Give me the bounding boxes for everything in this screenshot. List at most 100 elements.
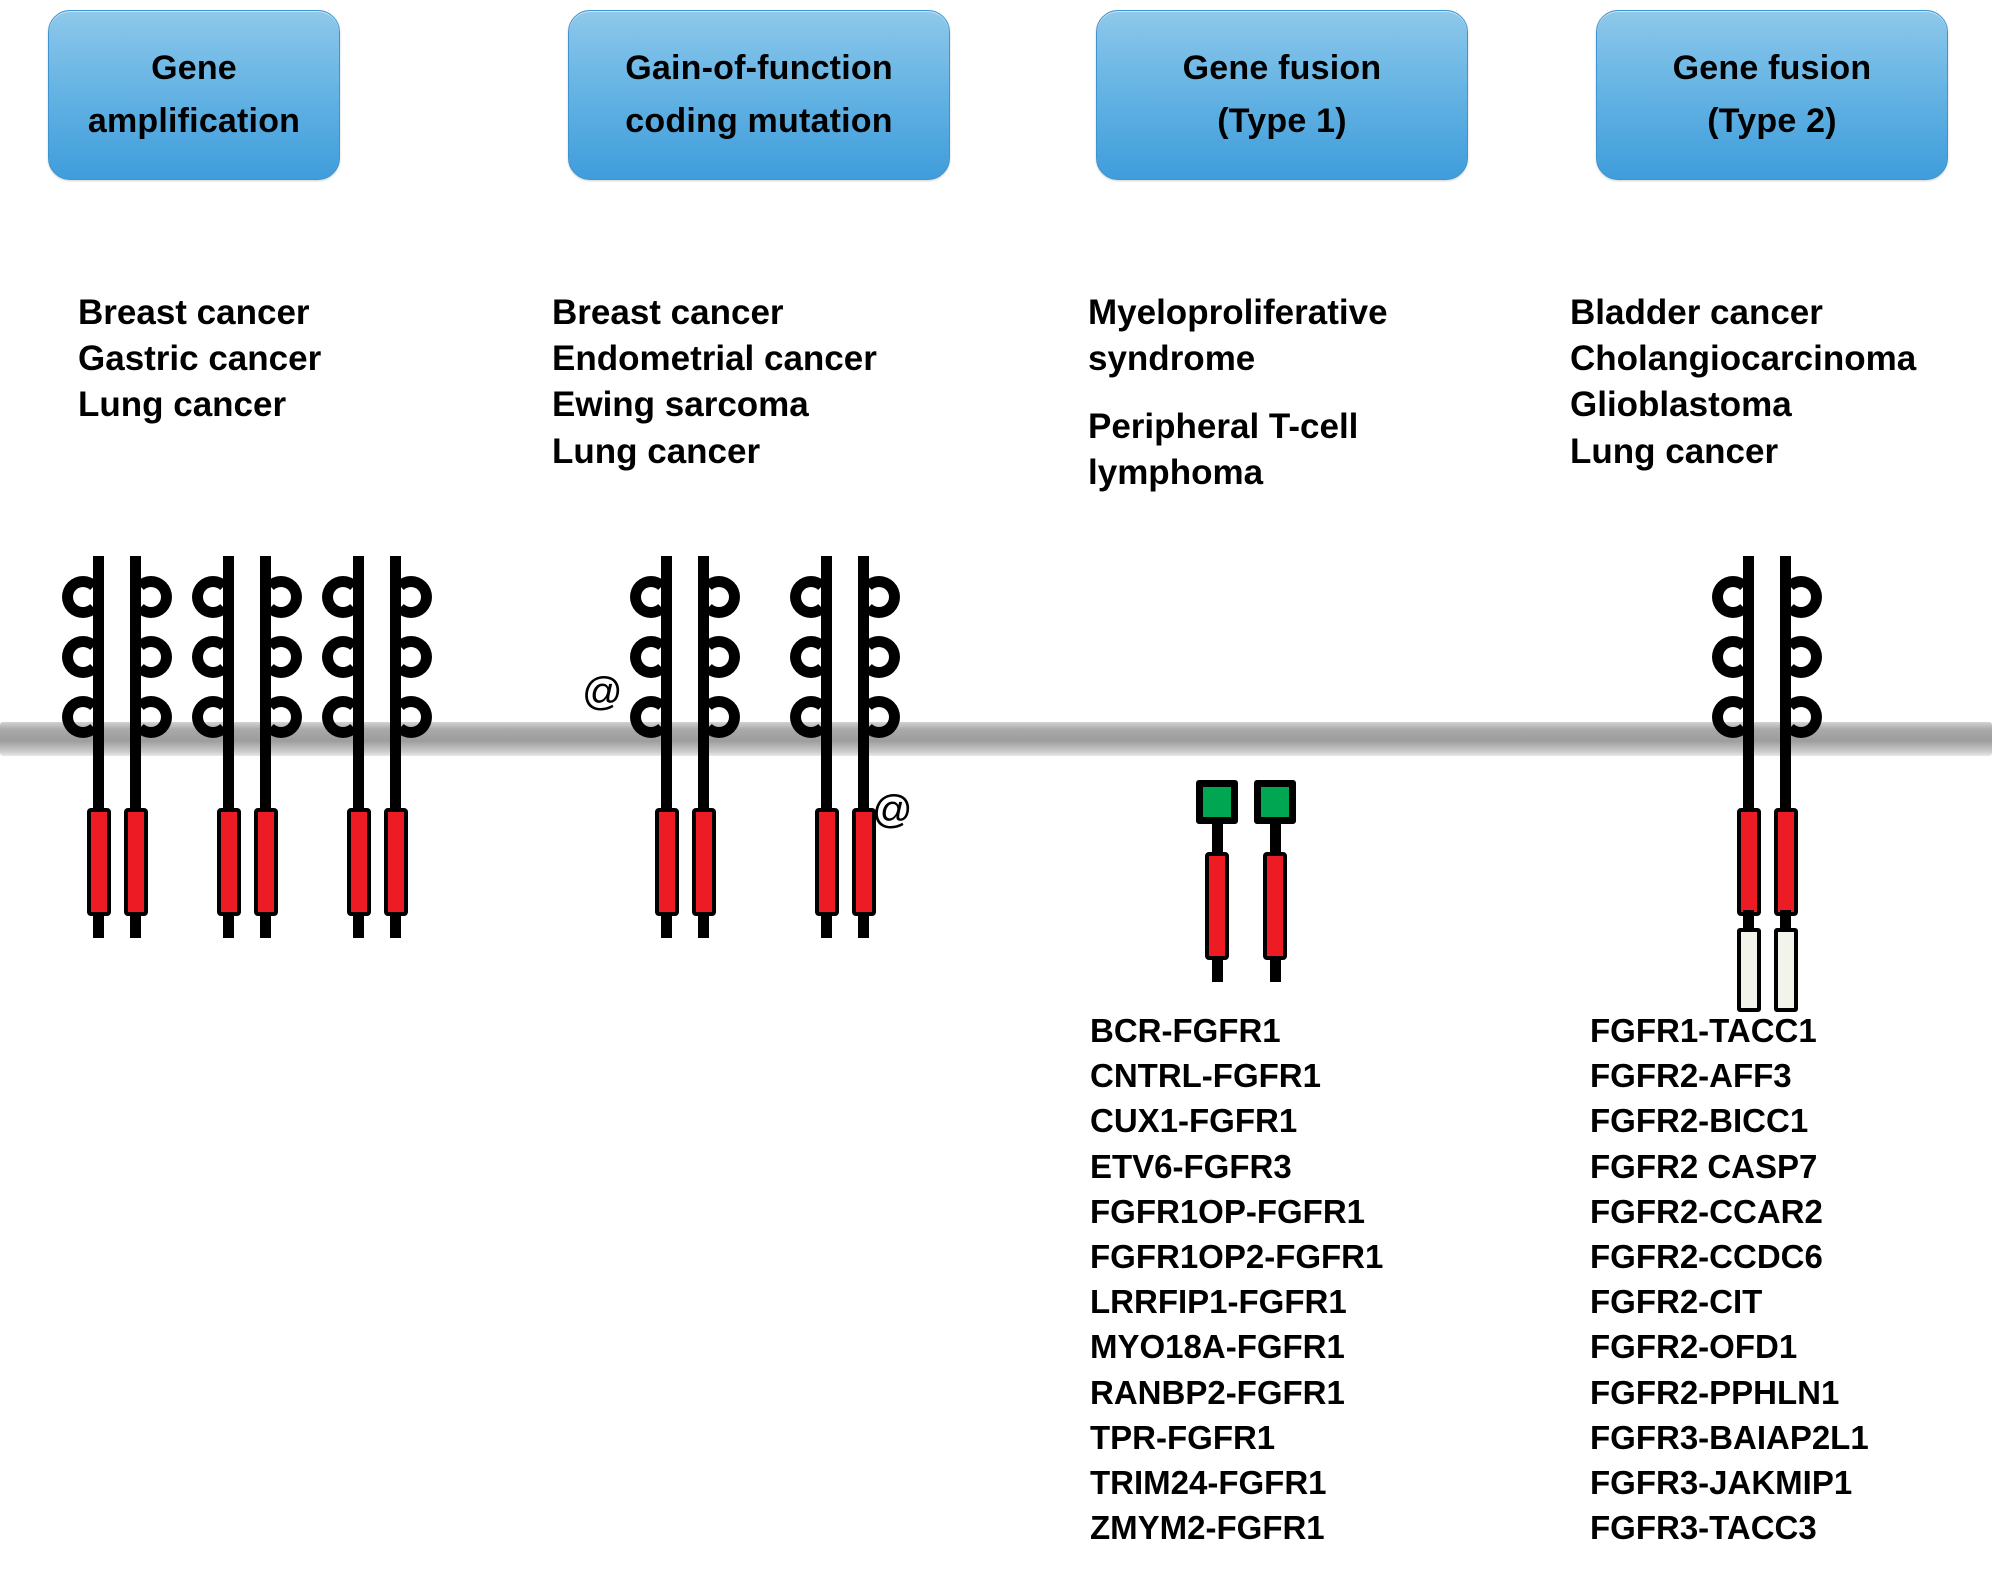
header-line-1: Gene <box>151 49 237 88</box>
transmembrane-stalk <box>93 742 104 818</box>
kinase-domain <box>1737 808 1761 916</box>
ig-domain-loop <box>630 576 672 618</box>
fusion-gene-item: FGFR2-OFD1 <box>1590 1328 1798 1366</box>
c-terminal-tail <box>130 912 141 938</box>
kinase-domain <box>217 808 241 916</box>
cancer-list-gene-amplification: Breast cancer Gastric cancer Lung cancer <box>78 290 321 429</box>
fusion-gene-item: ZMYM2-FGFR1 <box>1090 1509 1325 1547</box>
cancer-item: Lung cancer <box>552 431 761 471</box>
transmembrane-stalk <box>698 742 709 818</box>
ig-domain-loop <box>390 696 432 738</box>
kinase-domain <box>1263 852 1287 960</box>
c-terminal-tail <box>93 912 104 938</box>
kinase-domain <box>347 808 371 916</box>
cancer-item: Bladder cancer <box>1570 293 1823 332</box>
kinase-domain <box>852 808 876 916</box>
mutation-marker-at-icon: @ <box>872 788 913 832</box>
fusion-gene-item: FGFR2-BICC1 <box>1590 1102 1809 1140</box>
cancer-item: Endometrial cancer <box>552 339 877 379</box>
ig-domain-loop <box>698 636 740 678</box>
cancer-item: Cholangiocarcinoma <box>1570 339 1917 379</box>
ig-domain-loop <box>790 576 832 618</box>
header-line-2: coding mutation <box>625 102 893 140</box>
fusion-gene-item: CNTRL-FGFR1 <box>1090 1057 1321 1095</box>
transmembrane-stalk <box>390 742 401 818</box>
ig-domain-loop <box>1712 636 1754 678</box>
fusion-gene-item: BCR-FGFR1 <box>1090 1012 1281 1049</box>
fusion-gene-item: MYO18A-FGFR1 <box>1090 1328 1345 1366</box>
c-terminal-tail <box>1270 956 1281 982</box>
fusion-gene-item: FGFR1OP-FGFR1 <box>1090 1192 1366 1230</box>
fusion-receptor-type-2 <box>1712 556 1842 1012</box>
kinase-domain <box>124 808 148 916</box>
c-terminal-tail <box>821 912 832 938</box>
fusion-gene-item: FGFR2-CIT <box>1590 1283 1763 1321</box>
ig-domain-loop <box>1780 576 1822 618</box>
mutation-marker-at-icon: @ <box>582 670 623 714</box>
c-terminal-tail <box>661 912 672 938</box>
fusion-gene-list-type-1: BCR-FGFR1 CNTRL-FGFR1 CUX1-FGFR1 ETV6-FG… <box>1090 1008 1383 1550</box>
header-box-gene-fusion-type-2[interactable]: Gene fusion (Type 2) <box>1596 10 1948 180</box>
ig-domain-loop <box>390 636 432 678</box>
fusion-linker <box>1212 820 1223 856</box>
fusion-gene-item: FGFR2-CCAR2 <box>1590 1192 1823 1230</box>
ig-domain-loop <box>192 636 234 678</box>
ig-domain-loop <box>858 636 900 678</box>
ig-domain-loop <box>62 696 104 738</box>
kinase-domain <box>655 808 679 916</box>
ig-domain-loop <box>322 696 364 738</box>
cancer-list-gain-of-function: Breast cancer Endometrial cancer Ewing s… <box>552 290 877 475</box>
cancer-item: Breast cancer <box>552 293 784 332</box>
ig-domain-loop <box>130 636 172 678</box>
transmembrane-stalk <box>1780 742 1791 818</box>
kinase-domain <box>384 808 408 916</box>
header-line-1: Gene fusion <box>1182 49 1382 88</box>
ig-domain-loop <box>62 636 104 678</box>
ig-domain-loop <box>62 576 104 618</box>
fusion-linker <box>1743 910 1754 936</box>
cancer-item: Lung cancer <box>78 385 287 425</box>
fusion-linker <box>1270 820 1281 856</box>
kinase-domain <box>87 808 111 916</box>
fusion-partner-domain <box>1254 780 1296 824</box>
fusion-gene-item: CUX1-FGFR1 <box>1090 1102 1298 1140</box>
ig-domain-loop <box>790 696 832 738</box>
kinase-domain <box>1205 852 1229 960</box>
fusion-gene-item: RANBP2-FGFR1 <box>1090 1373 1345 1411</box>
cancer-item: lymphoma <box>1088 453 1264 493</box>
fusion-gene-item: FGFR3-BAIAP2L1 <box>1590 1418 1869 1456</box>
fusion-gene-item: LRRFIP1-FGFR1 <box>1090 1283 1347 1321</box>
cancer-item: Gastric cancer <box>78 339 322 379</box>
kinase-domain <box>815 808 839 916</box>
ig-domain-loop <box>858 696 900 738</box>
cancer-item: Myeloproliferative <box>1088 293 1388 332</box>
ig-domain-loop <box>790 636 832 678</box>
fusion-partner-domain <box>1737 928 1761 1012</box>
ig-domain-loop <box>698 696 740 738</box>
transmembrane-stalk <box>661 742 672 818</box>
fusion-gene-list-type-2: FGFR1-TACC1 FGFR2-AFF3 FGFR2-BICC1 FGFR2… <box>1590 1008 1869 1550</box>
transmembrane-stalk <box>821 742 832 818</box>
header-box-gene-amplification[interactable]: Gene amplification <box>48 10 340 180</box>
c-terminal-tail <box>390 912 401 938</box>
fusion-gene-item: FGFR2-AFF3 <box>1590 1057 1792 1095</box>
fusion-gene-item: FGFR2-CCDC6 <box>1590 1238 1823 1276</box>
ig-domain-loop <box>130 696 172 738</box>
transmembrane-stalk <box>130 742 141 818</box>
cancer-list-gene-fusion-type-1: Myeloproliferative syndrome Peripheral T… <box>1088 290 1388 496</box>
cancer-item: Ewing sarcoma <box>552 385 809 425</box>
receptor-dimer-mutated-1 <box>630 556 760 938</box>
ig-domain-loop <box>260 636 302 678</box>
receptor-dimer-amplified-2 <box>192 556 322 938</box>
c-terminal-tail <box>223 912 234 938</box>
transmembrane-stalk <box>260 742 271 818</box>
ig-domain-loop <box>322 576 364 618</box>
fusion-gene-item: FGFR3-TACC3 <box>1590 1509 1817 1547</box>
header-box-gene-fusion-type-1[interactable]: Gene fusion (Type 1) <box>1096 10 1468 180</box>
transmembrane-stalk <box>223 742 234 818</box>
ig-domain-loop <box>390 576 432 618</box>
header-box-gain-of-function[interactable]: Gain-of-function coding mutation <box>568 10 950 180</box>
cancer-list-gene-fusion-type-2: Bladder cancer Cholangiocarcinoma Gliobl… <box>1570 290 1916 475</box>
receptor-dimer-mutated-2 <box>790 556 920 938</box>
